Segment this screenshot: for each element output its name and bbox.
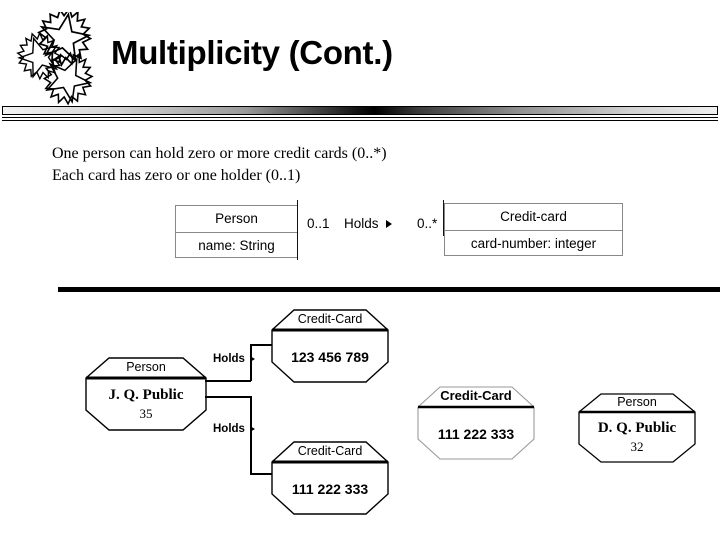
object-card-123: Credit-Card 123 456 789 — [271, 308, 389, 384]
page-title: Multiplicity (Cont.) — [111, 34, 393, 71]
object-person-dq: Person D. Q. Public 32 — [578, 392, 696, 464]
object-class-name: Credit-Card — [440, 388, 512, 403]
link-lower-seg-v — [250, 396, 252, 474]
multiplicity-right: 0..* — [417, 216, 438, 231]
link-lower-seg-h2 — [250, 473, 272, 475]
body-line-1: One person can hold zero or more credit … — [52, 145, 387, 162]
object-value: 123 456 789 — [291, 349, 369, 365]
class-name-credit-card: Credit-card — [445, 204, 622, 231]
object-card-111-orphan: Credit-Card 111 222 333 — [417, 385, 535, 461]
header-rule-lower — [2, 120, 718, 121]
header-gradient-bar — [2, 106, 718, 115]
class-attribute-credit-card: card-number: integer — [470, 236, 597, 251]
link-label-upper: Holds — [213, 353, 245, 365]
header-rule-upper — [2, 117, 718, 118]
object-value: J. Q. Public — [108, 387, 184, 403]
link-label-lower: Holds — [213, 423, 245, 435]
section-divider — [58, 287, 720, 292]
link-lower-seg-h1 — [205, 396, 251, 398]
link-lower-direction-icon — [250, 426, 255, 432]
class-box-person: Person name: String — [175, 205, 298, 258]
object-value: 111 222 333 — [437, 426, 515, 442]
object-value: 111 222 333 — [291, 481, 369, 497]
object-class-name: Credit-Card — [297, 444, 363, 458]
object-class-name: Person — [617, 395, 657, 409]
object-value-secondary: 32 — [630, 439, 644, 454]
object-class-name: Person — [126, 360, 166, 374]
object-value-secondary: 35 — [139, 406, 153, 421]
multiplicity-left: 0..1 — [307, 216, 330, 231]
three-stars-logo-icon — [14, 6, 110, 108]
link-upper-direction-icon — [250, 356, 255, 362]
class-name-person: Person — [176, 206, 297, 233]
class-box-credit-card: Credit-card card-number: integer — [444, 203, 623, 256]
association-direction-icon — [386, 220, 392, 228]
association-edge-right — [443, 200, 444, 236]
body-paragraph: One person can hold zero or more credit … — [52, 143, 387, 187]
class-attribute-person: name: String — [198, 238, 275, 253]
association-label: Holds — [344, 216, 379, 231]
object-person-jq: Person J. Q. Public 35 — [85, 356, 207, 432]
link-upper-seg-h2 — [250, 344, 272, 346]
association-edge-left — [297, 200, 298, 260]
object-value: D. Q. Public — [597, 420, 677, 436]
body-line-2: Each card has zero or one holder (0..1) — [52, 167, 301, 184]
object-card-111-linked: Credit-Card 111 222 333 — [271, 440, 389, 516]
object-class-name: Credit-Card — [297, 312, 363, 326]
link-upper-seg-h1 — [205, 380, 251, 382]
link-upper-seg-v — [250, 344, 252, 381]
